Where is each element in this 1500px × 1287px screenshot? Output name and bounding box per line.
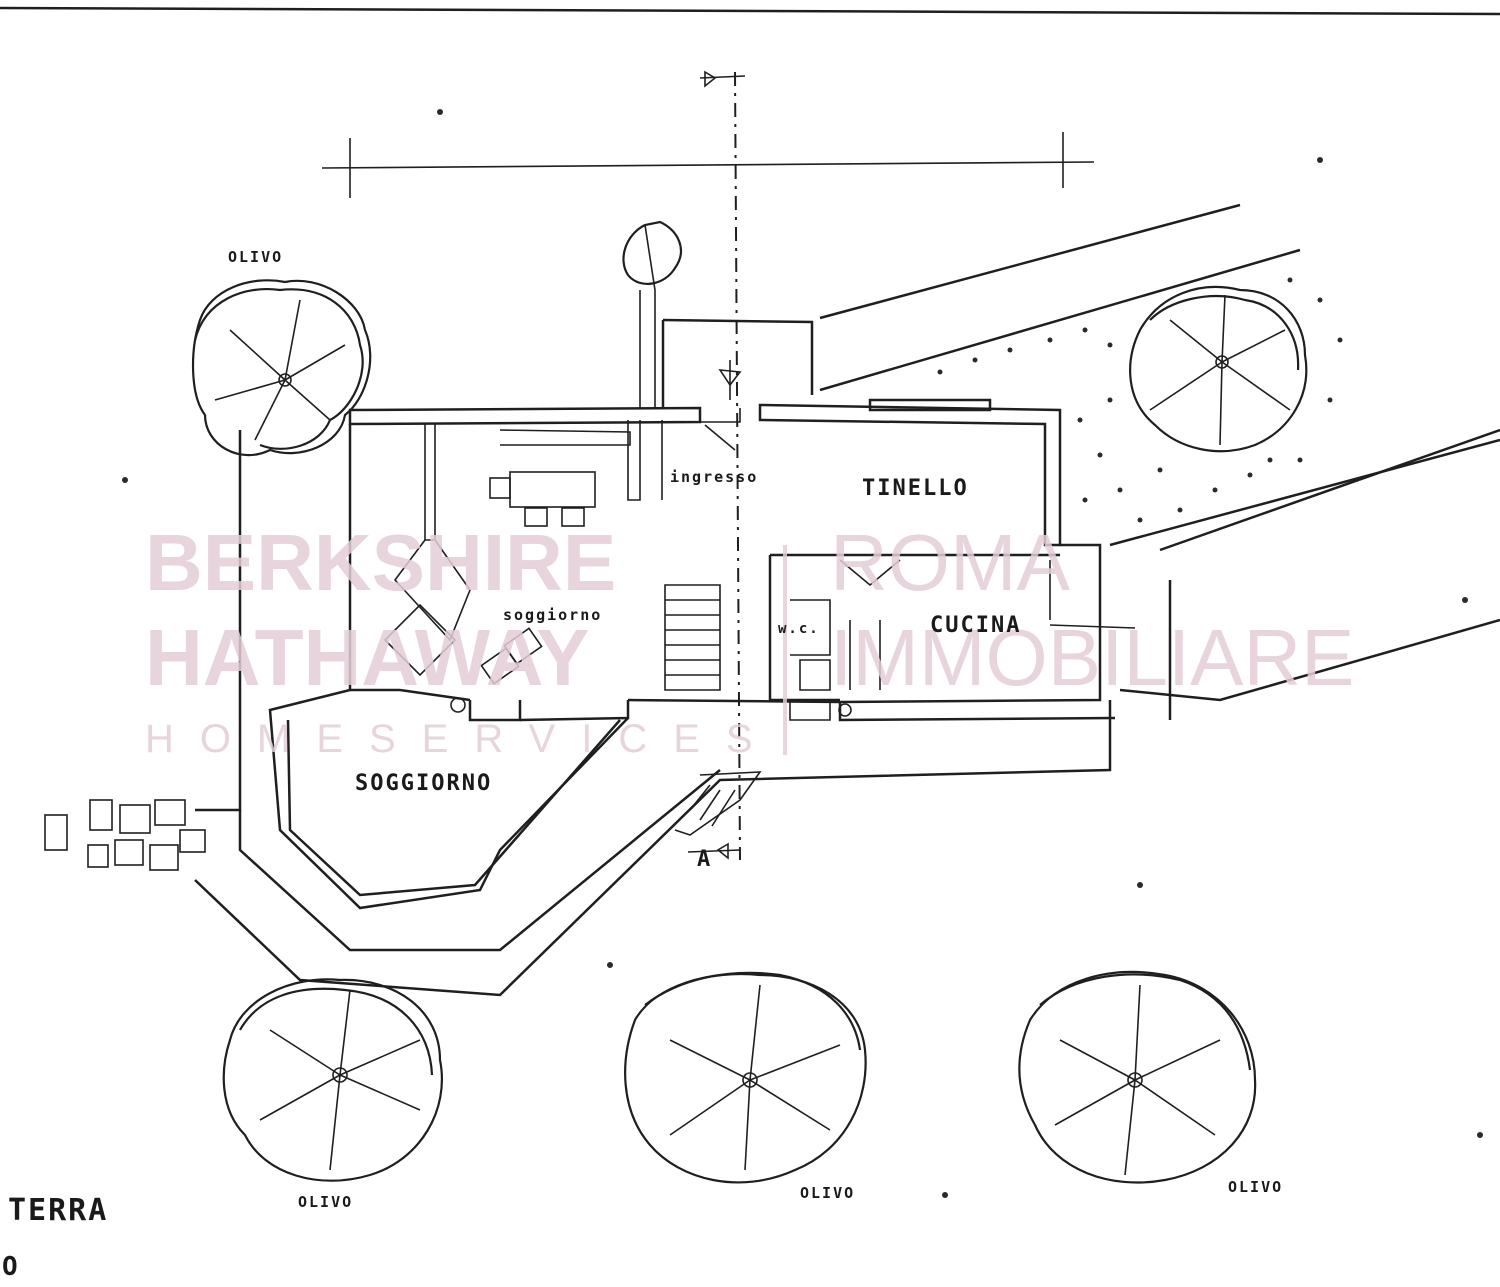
- entrance-plant: [622, 220, 682, 408]
- watermark-agency-line2: IMMOBILIARE: [830, 613, 1355, 702]
- interior-partitions: [383, 360, 1136, 721]
- label-soggiorno-small: soggiorno: [503, 606, 602, 624]
- label-tinello: TINELLO: [862, 476, 969, 501]
- label-ingresso: ingresso: [670, 468, 758, 486]
- caption-floor: TERRA: [8, 1193, 108, 1228]
- watermark-brand-line1: BERKSHIRE: [145, 518, 616, 607]
- watermark: BERKSHIRE HATHAWAY HOMESERVICES ROMA IMM…: [145, 518, 1355, 761]
- label-olivo-top: OLIVO: [228, 248, 283, 266]
- garden-stones: [44, 799, 206, 871]
- watermark-agency-line1: ROMA: [830, 518, 1071, 607]
- shrub-dots: [122, 109, 1483, 1198]
- olive-tree-bottom-1: [222, 978, 443, 1182]
- label-olivo-1: OLIVO: [298, 1193, 353, 1211]
- section-axis-a: [687, 70, 746, 861]
- exterior-steps: [674, 771, 762, 836]
- furniture: [450, 471, 852, 717]
- label-soggiorno-main: SOGGIORNO: [355, 771, 492, 796]
- label-section-a: A: [697, 847, 712, 872]
- watermark-brand-line2: HATHAWAY: [145, 613, 590, 702]
- site-outline: [194, 203, 1500, 997]
- olive-tree-top-right: [1129, 285, 1308, 453]
- olive-tree-bottom-2: [624, 971, 867, 1184]
- label-olivo-3: OLIVO: [1228, 1178, 1283, 1196]
- caption-second-line: O: [2, 1252, 20, 1282]
- label-olivo-2: OLIVO: [800, 1184, 855, 1202]
- top-border-line: [0, 6, 1500, 16]
- olive-tree-bottom-3: [1018, 970, 1257, 1184]
- watermark-brand-line3: HOMESERVICES: [145, 717, 779, 761]
- label-wc: w.c.: [778, 621, 820, 637]
- label-cucina: CUCINA: [930, 613, 1021, 638]
- olive-tree-top-left: [191, 279, 372, 457]
- dimension-line: [321, 132, 1095, 198]
